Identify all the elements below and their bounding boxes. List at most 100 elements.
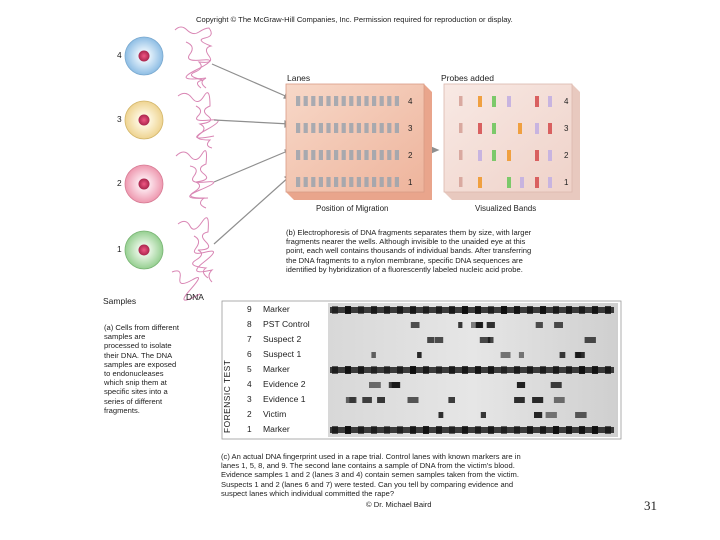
- fingerprint-band: [527, 426, 533, 434]
- fingerprint-band: [330, 427, 614, 433]
- position-of-migration-label: Position of Migration: [316, 204, 389, 213]
- gel-lane-number-4: 4: [408, 97, 413, 106]
- fingerprint-band: [436, 426, 442, 434]
- probe-band: [535, 123, 539, 134]
- fingerprint-band: [534, 412, 543, 418]
- gel-band: [296, 150, 301, 160]
- gel-band: [296, 123, 301, 133]
- probes-added-title: Probes added: [441, 73, 494, 83]
- cell-2: [124, 164, 164, 204]
- gel-band: [364, 96, 369, 106]
- gel-band: [341, 123, 346, 133]
- fingerprint-band: [575, 412, 587, 418]
- nylon-membrane: [443, 83, 580, 200]
- fingerprint-lane-number: 5: [247, 364, 252, 374]
- membrane-faint-band: [459, 123, 463, 133]
- fingerprint-band: [487, 337, 494, 343]
- probe-band: [535, 96, 539, 107]
- forensic-test-label: FORENSIC TEST: [222, 359, 232, 433]
- fingerprint-band: [553, 426, 559, 434]
- fingerprint-band: [592, 426, 598, 434]
- gel-band: [356, 150, 361, 160]
- fingerprint-band: [592, 306, 598, 314]
- fingerprint-band: [462, 426, 468, 434]
- caption-c-line: lanes 1, 5, 8, and 9. The second lane co…: [221, 461, 515, 471]
- gel-band: [387, 177, 392, 187]
- gel-band: [303, 96, 308, 106]
- fingerprint-band: [449, 306, 455, 314]
- fingerprint-lane-number: 8: [247, 319, 252, 329]
- fingerprint-band: [488, 306, 494, 314]
- fingerprint-band: [449, 366, 455, 374]
- probe-band: [520, 177, 524, 188]
- gel-band: [311, 96, 316, 106]
- gel-band: [372, 123, 377, 133]
- fingerprint-band: [550, 382, 562, 388]
- gel-band: [387, 96, 392, 106]
- fingerprint-band: [540, 366, 546, 374]
- dna-label: DNA: [186, 292, 204, 302]
- fingerprint-band: [438, 412, 444, 418]
- probe-band: [492, 96, 496, 107]
- fingerprint-band: [436, 306, 442, 314]
- fingerprint-lane-label: Evidence 1: [263, 394, 306, 404]
- fingerprint-band: [575, 352, 585, 358]
- fingerprint-band: [345, 397, 356, 403]
- caption-a-line: fragments.: [104, 405, 140, 415]
- fingerprint-band: [462, 306, 468, 314]
- fingerprint-lane-number: 7: [247, 334, 252, 344]
- cell-1: [124, 230, 164, 270]
- caption-c-line: Suspects 1 and 2 (lanes 6 and 7) were te…: [221, 479, 514, 489]
- fingerprint-band: [436, 366, 442, 374]
- caption-c: (c) An actual DNA fingerprint used in a …: [221, 452, 601, 498]
- cell-number-3: 3: [117, 114, 122, 124]
- fingerprint-band: [384, 366, 390, 374]
- gel-band: [394, 96, 399, 106]
- fingerprint-band: [397, 366, 403, 374]
- fingerprint-band: [540, 306, 546, 314]
- gel-band: [364, 123, 369, 133]
- membrane-lane-number-2: 2: [564, 151, 569, 160]
- fingerprint-lane-label: Victim: [263, 409, 287, 419]
- fingerprint-band: [566, 366, 572, 374]
- caption-c-line: (c) An actual DNA fingerprint used in a …: [221, 452, 521, 461]
- gel-band: [334, 150, 339, 160]
- fingerprint-band: [545, 412, 557, 418]
- gel-band: [349, 123, 354, 133]
- fingerprint-band: [332, 366, 338, 374]
- gel-band: [311, 123, 316, 133]
- gel-lane-number-1: 1: [408, 178, 413, 187]
- cell-number-4: 4: [117, 50, 122, 60]
- fingerprint-band: [516, 382, 526, 388]
- gel-band: [372, 150, 377, 160]
- probe-band: [492, 123, 496, 134]
- fingerprint-band: [514, 397, 525, 403]
- fingerprint-band: [479, 337, 491, 343]
- visualized-bands-label: Visualized Bands: [475, 204, 537, 213]
- probe-band: [478, 123, 482, 134]
- fingerprint-lane-label: Suspect 1: [263, 349, 302, 359]
- fingerprint-band: [605, 366, 611, 374]
- gel-band: [349, 96, 354, 106]
- fingerprint-band: [527, 366, 533, 374]
- fingerprint-band: [566, 306, 572, 314]
- fingerprint-band: [518, 352, 524, 358]
- fingerprint-band: [332, 306, 338, 314]
- gel-band: [364, 177, 369, 187]
- fingerprint-band: [488, 426, 494, 434]
- membrane-lane-number-4: 4: [564, 97, 569, 106]
- dna-fingerprint-photo: [221, 300, 622, 440]
- gel-band: [303, 177, 308, 187]
- gel-band: [334, 177, 339, 187]
- fingerprint-band: [554, 322, 563, 328]
- cell-4: [124, 36, 164, 76]
- fingerprint-band: [427, 337, 435, 343]
- fingerprint-band: [397, 426, 403, 434]
- probe-band: [507, 150, 511, 161]
- caption-b-line: identified by hybridization of a fluores…: [286, 264, 523, 274]
- fingerprint-band: [605, 426, 611, 434]
- fingerprint-band: [371, 426, 377, 434]
- caption-a-line: samples are: [104, 332, 146, 342]
- gel-band: [356, 177, 361, 187]
